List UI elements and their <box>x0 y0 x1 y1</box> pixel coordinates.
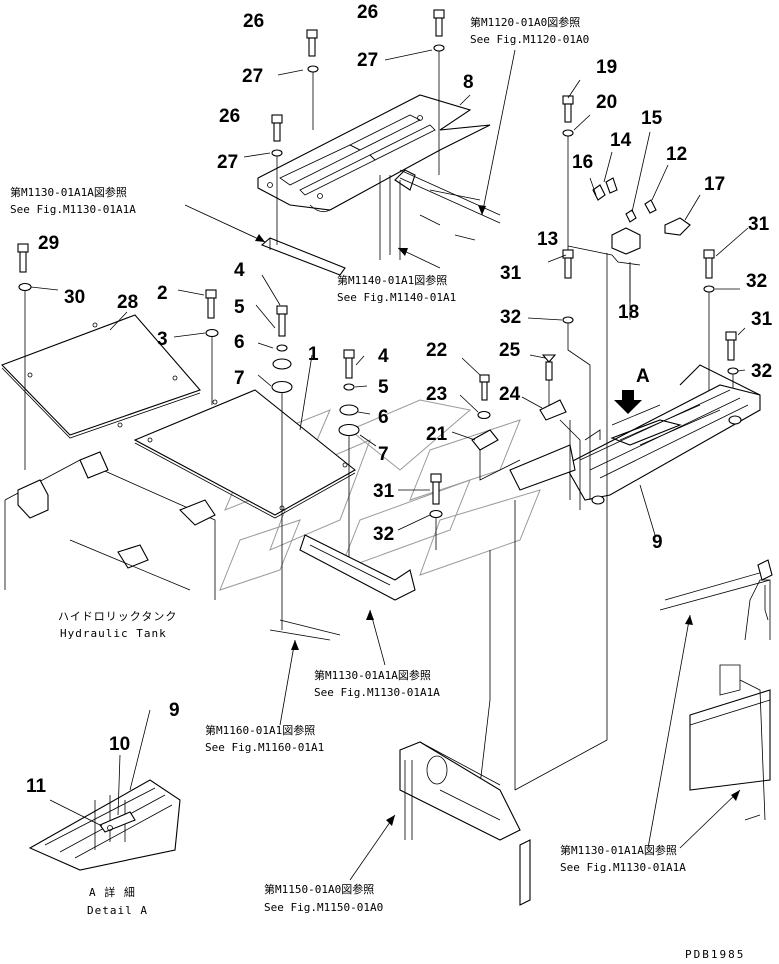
caption-detail-a-jp: A 詳 細 <box>89 885 136 899</box>
callout-1: 1 <box>308 344 319 365</box>
callout-25: 25 <box>499 340 521 361</box>
bracket-21-24 <box>471 399 581 510</box>
callout-26: 26 <box>243 11 264 32</box>
callout-32: 32 <box>746 271 767 292</box>
captions: ハイドロリックタンク Hydraulic Tank A 詳 細 Detail A <box>58 610 177 917</box>
bolt-31-lower-mid <box>429 473 443 550</box>
deck-plate-part-9 <box>564 364 761 505</box>
callout-31: 31 <box>500 263 522 284</box>
screw-25 <box>541 354 557 410</box>
ref-m1160-jp: 第M1160-01A1図参照 <box>205 723 315 737</box>
ref-m1140-en: See Fig.M1140-01A1 <box>337 291 456 304</box>
callout-5: 5 <box>378 377 389 398</box>
bolt-29 <box>17 243 32 470</box>
callout-28: 28 <box>117 292 138 313</box>
detail-a-drawing <box>28 779 181 871</box>
callout-27: 27 <box>357 50 378 71</box>
drawing-code: PDB1985 <box>685 948 745 961</box>
center-lower-bracket <box>269 534 416 641</box>
callout-29: 29 <box>38 233 59 254</box>
callout-10: 10 <box>109 734 130 755</box>
ref-m1130-mid-en: See Fig.M1130-01A1A <box>314 686 440 699</box>
ref-m1130-top-jp: 第M1130-01A1A図参照 <box>10 185 127 199</box>
callout-16: 16 <box>572 152 593 173</box>
callout-30: 30 <box>64 287 85 308</box>
callout-9: 9 <box>652 532 663 553</box>
callout-26: 26 <box>219 106 240 127</box>
callout-7: 7 <box>234 368 245 389</box>
callout-27: 27 <box>242 66 263 87</box>
bottom-frame <box>399 741 531 906</box>
callout-4: 4 <box>234 260 245 281</box>
connection-lines <box>479 420 608 791</box>
caption-detail-a-en: Detail A <box>87 904 148 917</box>
callout-31: 31 <box>751 309 773 330</box>
bolt-22 <box>477 374 491 420</box>
callout-a: A <box>636 366 650 387</box>
caption-hydraulic-tank-en: Hydraulic Tank <box>60 627 167 640</box>
bolt-31-upper-mid <box>562 249 591 500</box>
cover-plate-part-1 <box>133 389 356 519</box>
callout-7: 7 <box>378 444 389 465</box>
callout-32: 32 <box>500 307 521 328</box>
callout-18: 18 <box>618 302 639 323</box>
callout-32: 32 <box>751 361 772 382</box>
ref-m1150-jp: 第M1150-01A0図参照 <box>264 882 374 896</box>
callout-8: 8 <box>463 72 474 93</box>
callout-19: 19 <box>596 57 617 78</box>
ref-m1130-right-jp: 第M1130-01A1A図参照 <box>560 843 677 857</box>
ref-m1140-jp: 第M1140-01A1図参照 <box>337 273 447 287</box>
callout-6: 6 <box>234 332 245 353</box>
callout-2: 2 <box>157 283 168 304</box>
small-hardware-12-17 <box>592 177 691 430</box>
callout-22: 22 <box>426 340 447 361</box>
leader-lines <box>30 49 749 881</box>
ref-m1130-right-en: See Fig.M1130-01A1A <box>560 861 686 874</box>
callout-12: 12 <box>666 144 687 165</box>
top-bracket-part-8 <box>257 94 491 276</box>
bolt-26-low <box>271 114 283 245</box>
callout-23: 23 <box>426 384 447 405</box>
bolt-2 <box>205 289 219 405</box>
view-arrow-a <box>614 390 642 414</box>
callout-24: 24 <box>499 384 521 405</box>
callout-9: 9 <box>169 700 180 721</box>
cover-plate-part-28 <box>1 314 201 439</box>
ref-m1130-mid-jp: 第M1130-01A1A図参照 <box>314 668 431 682</box>
ref-m1120-jp: 第M1120-01A0図参照 <box>470 15 580 29</box>
callout-27: 27 <box>217 152 238 173</box>
figure-references: 第M1120-01A0図参照 See Fig.M1120-01A0 第M1130… <box>10 15 686 914</box>
callout-17: 17 <box>704 174 725 195</box>
bolt-26-mid <box>306 29 319 130</box>
bolt-26-top <box>433 9 445 175</box>
callout-4: 4 <box>378 346 389 367</box>
callout-11: 11 <box>26 776 47 797</box>
callout-3: 3 <box>157 329 168 350</box>
hydraulic-tank-outline <box>4 451 216 600</box>
bolt-4-left <box>271 305 293 630</box>
callout-21: 21 <box>426 424 448 445</box>
ref-m1130-top-en: See Fig.M1130-01A1A <box>10 203 136 216</box>
bolt-19 <box>562 95 574 255</box>
callout-numbers: 26 27 26 27 8 26 27 19 20 14 15 16 12 17… <box>26 2 773 797</box>
callout-5: 5 <box>234 297 245 318</box>
callout-15: 15 <box>641 108 663 129</box>
callout-6: 6 <box>378 407 389 428</box>
ref-m1120-en: See Fig.M1120-01A0 <box>470 33 589 46</box>
right-structure <box>659 559 773 821</box>
callout-14: 14 <box>610 130 632 151</box>
callout-20: 20 <box>596 92 617 113</box>
callout-31: 31 <box>373 481 395 502</box>
ref-m1160-en: See Fig.M1160-01A1 <box>205 741 324 754</box>
callout-13: 13 <box>537 229 558 250</box>
callout-31: 31 <box>748 214 770 235</box>
ref-m1150-en: See Fig.M1150-01A0 <box>264 901 383 914</box>
bolt-4-mid <box>338 349 360 570</box>
caption-hydraulic-tank-jp: ハイドロリックタンク <box>58 610 177 623</box>
callout-26: 26 <box>357 2 378 23</box>
callout-32: 32 <box>373 524 394 545</box>
